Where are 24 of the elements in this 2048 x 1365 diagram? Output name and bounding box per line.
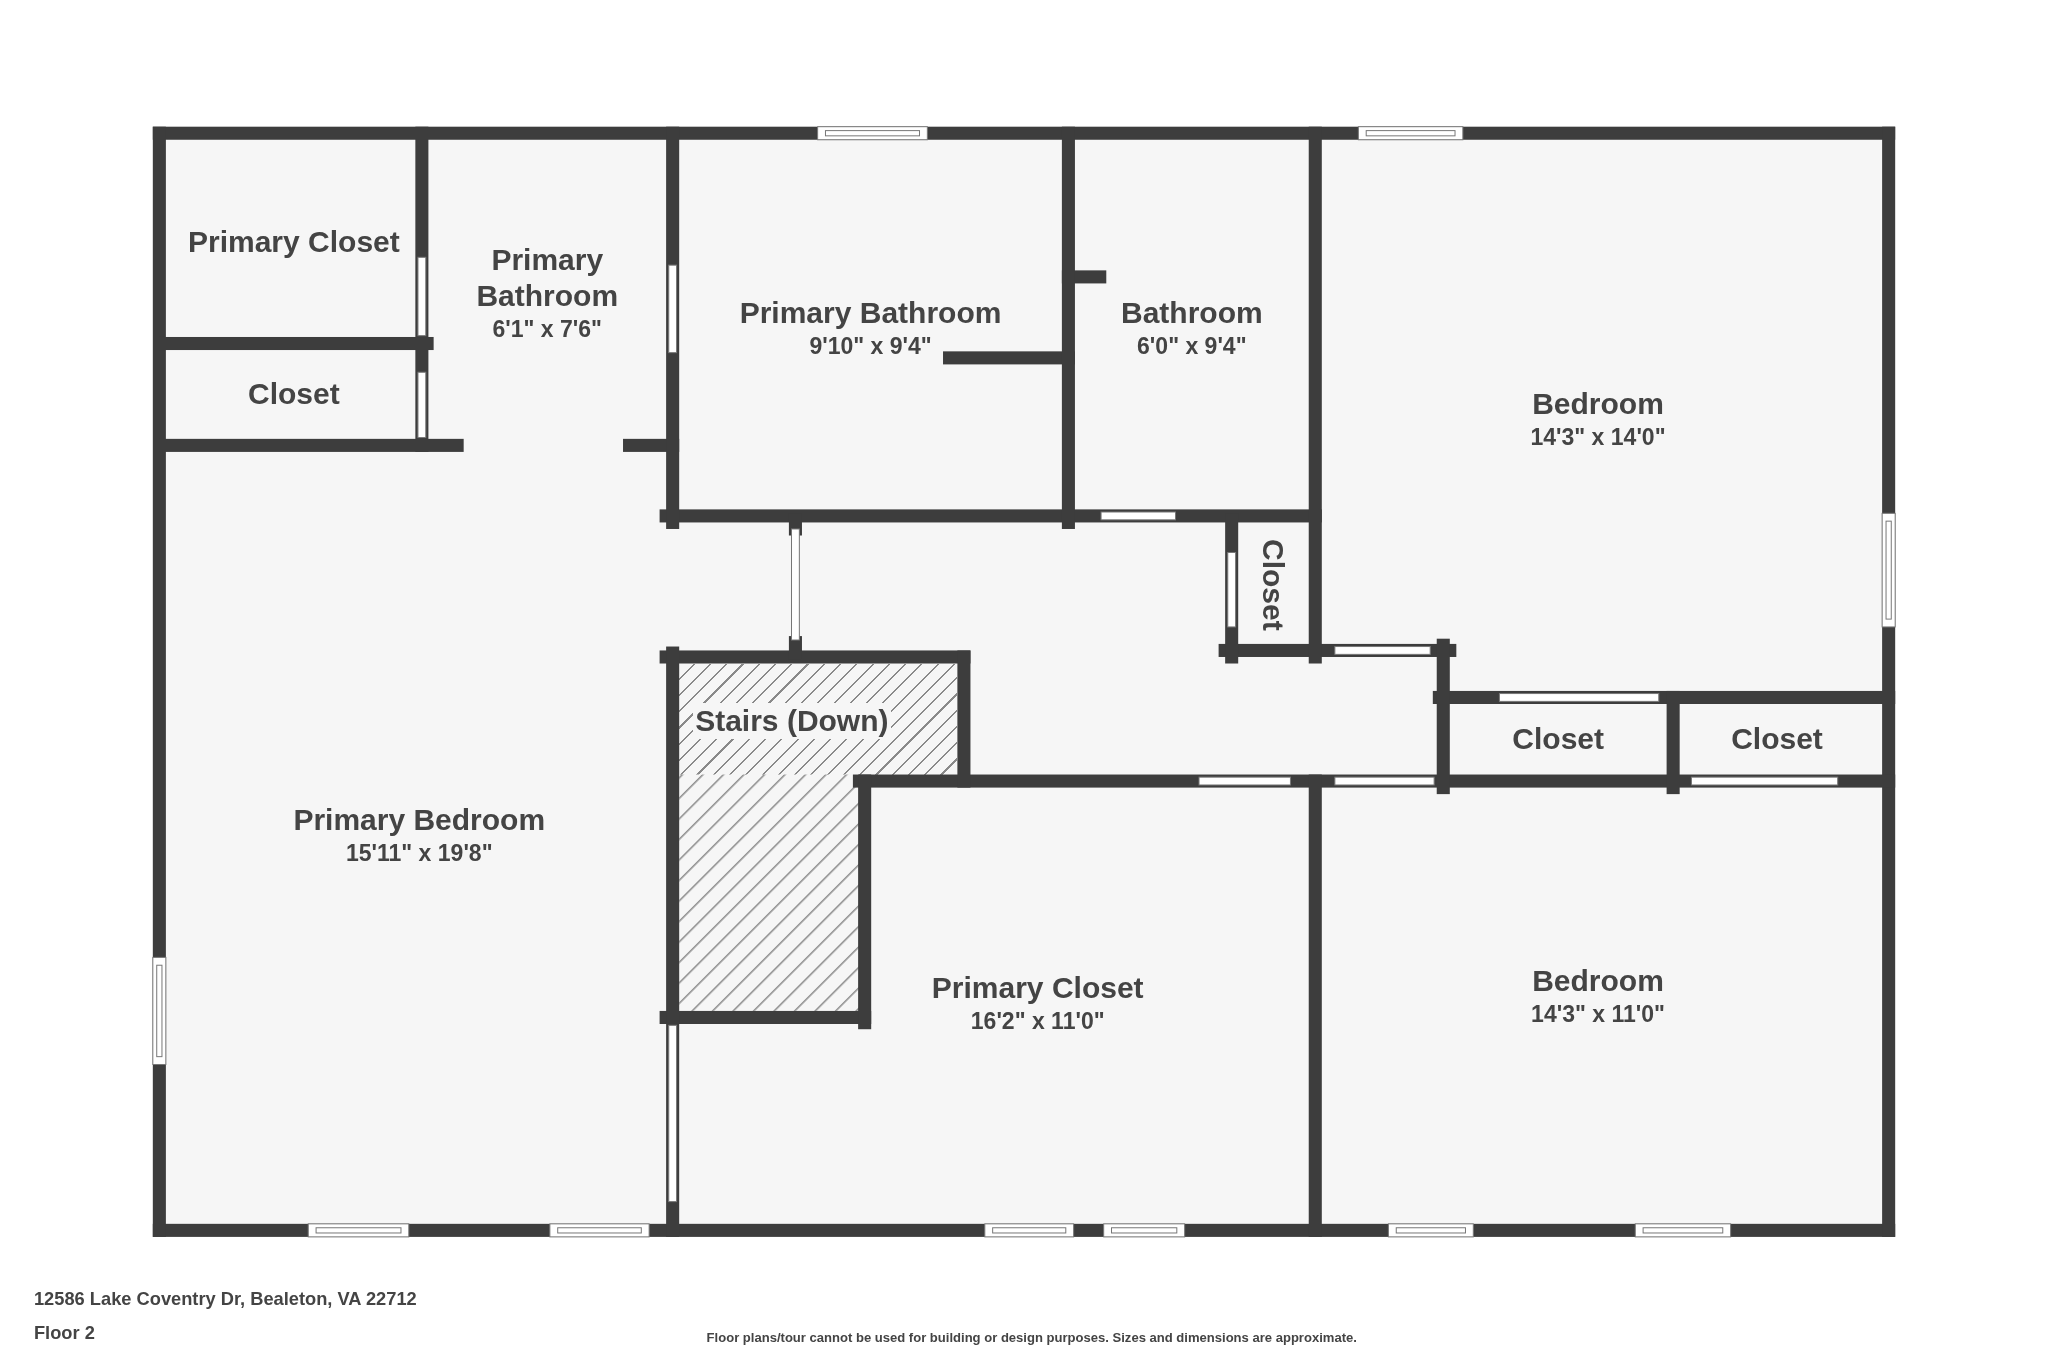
disclaimer-note: Floor plans/tour cannot be used for building or design purposes. Sizes and dimensions are approximate. <box>706 1329 1357 1345</box>
room-name: Closet <box>1256 539 1292 631</box>
stairs-area <box>679 663 958 775</box>
room-name: Closet <box>248 376 340 413</box>
address-text: 12586 Lake Coventry Dr, Bealeton, VA 22712 <box>33 1287 417 1310</box>
floor-label: Floor 2 <box>33 1321 95 1344</box>
room-name: Closet <box>1512 721 1605 758</box>
room-name: Primary Bathroom <box>475 241 620 314</box>
room-dimensions: 14'3" x 14'0" <box>1530 423 1666 452</box>
room-name: Primary Closet <box>188 223 400 260</box>
room-name: Primary Bathroom <box>739 295 1002 332</box>
room-dimensions: 6'0" x 9'4" <box>1137 333 1247 361</box>
room-name: Bedroom <box>1532 963 1664 1000</box>
room-name: Primary Closet <box>931 969 1144 1006</box>
room-dimensions: 16'2" x 11'0" <box>970 1007 1105 1036</box>
room-dimensions: 6'1" x 7'6" <box>492 315 602 344</box>
room-name: Stairs (Down) <box>693 702 891 739</box>
room-dimensions: 15'11" x 19'8" <box>345 839 493 868</box>
room-name: Closet <box>1731 721 1823 758</box>
room-dimensions: 14'3" x 11'0" <box>1531 1001 1665 1029</box>
room-name: Primary Bedroom <box>293 801 546 838</box>
room-name: Bedroom <box>1532 385 1664 422</box>
room-name: Bathroom <box>1121 295 1263 332</box>
room-dimensions: 9'10" x 9'4" <box>809 333 932 361</box>
